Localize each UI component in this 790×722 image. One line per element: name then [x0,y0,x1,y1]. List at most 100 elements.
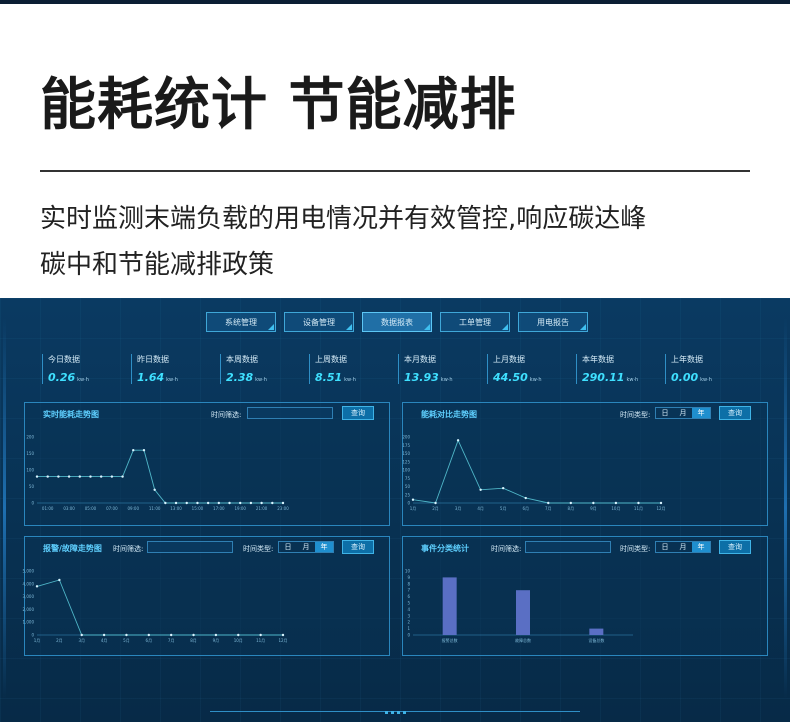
x-tick-label: 10月 [611,506,620,511]
y-tick-label: 10 [405,569,411,574]
y-tick-label: 1,000 [23,620,35,625]
time-filter-label: 时间筛选: [491,545,522,553]
time-filter-input[interactable] [525,541,611,553]
description-line-1: 实时监测末端负载的用电情况并有效管控,响应碳达峰 [40,204,647,234]
seg-day[interactable]: 日 [284,543,292,551]
data-point [121,475,124,478]
y-tick-label: 75 [405,476,411,481]
y-tick-label: 175 [402,443,410,448]
y-tick-label: 100 [402,468,410,473]
seg-year[interactable]: 年 [692,542,710,552]
data-point [271,501,274,505]
seg-year[interactable]: 年 [315,542,333,552]
data-point [78,475,81,478]
data-point [411,498,415,501]
y-tick-label: 0 [31,633,34,638]
nav-data-report[interactable]: 数据报表 [362,312,432,332]
bar [442,577,457,635]
time-type-toggle: 日 月 年 [655,407,711,419]
seg-day[interactable]: 日 [661,543,669,551]
data-point [281,633,285,637]
x-tick-label: 1月 [34,638,41,643]
y-tick-label: 50 [405,484,411,489]
data-point [659,501,663,505]
x-tick-label: 4月 [477,506,484,511]
y-tick-label: 2,000 [23,607,35,612]
x-tick-label: 01:00 [42,506,54,511]
data-point [592,501,595,505]
data-point [249,501,253,505]
stat-label: 上月数据 [493,355,525,364]
y-tick-label: 6 [407,594,410,599]
data-point [434,501,437,505]
data-point [35,475,39,478]
x-tick-label: 3月 [455,506,462,511]
nav-work-order[interactable]: 工单管理 [440,312,510,332]
query-button[interactable]: 查询 [719,540,751,554]
x-tick-label: 8月 [568,506,575,511]
data-point [35,585,39,588]
data-point [102,633,106,637]
data-point [569,501,573,505]
seg-day[interactable]: 日 [661,409,669,417]
stat-value: 44.50 [493,371,528,384]
x-tick-label: 3月 [78,638,85,643]
nav-system-management[interactable]: 系统管理 [206,312,276,332]
y-tick-label: 150 [26,451,34,456]
x-tick-label: 9月 [213,638,220,643]
time-filter-input[interactable] [247,407,333,419]
y-tick-label: 9 [407,575,410,580]
x-tick-label: 7月 [168,638,175,643]
series-line [37,449,283,504]
time-filter-label: 时间筛选: [211,411,242,419]
query-button[interactable]: 查询 [342,406,374,420]
dashboard-left-edge [3,318,6,698]
stat-value: 13.93 [404,371,439,384]
data-point [206,501,210,505]
seg-month[interactable]: 月 [679,543,687,551]
x-tick-label: 5月 [500,506,507,511]
nav-device-management[interactable]: 设备管理 [284,312,354,332]
data-point [99,475,103,478]
x-tick-label: 7月 [545,506,552,511]
stat-value: 0.00 [671,371,699,384]
data-point [637,501,640,505]
nav-power-report[interactable]: 用电报告 [518,312,588,332]
time-type-label: 时间类型: [243,545,274,553]
y-tick-label: 0 [407,633,410,638]
data-point [259,633,262,637]
data-point [196,501,199,505]
data-point [547,501,550,505]
divider [40,170,750,172]
x-tick-label: 4月 [101,638,108,643]
seg-year[interactable]: 年 [692,408,710,418]
x-tick-label: 09:00 [127,506,139,511]
stat-value: 1.64 [137,371,165,384]
data-point [217,501,221,505]
x-tick-label: 12月 [656,506,665,511]
x-tick-label: 03:00 [63,506,75,511]
time-filter-input[interactable] [147,541,233,553]
bottom-dots [385,711,409,714]
query-button[interactable]: 查询 [342,540,374,554]
stat-label: 本周数据 [226,355,258,364]
seg-month[interactable]: 月 [679,409,687,417]
time-type-toggle: 日 月 年 [655,541,711,553]
x-tick-label: 2月 [432,506,439,511]
series-line [36,579,283,636]
dashboard-right-edge [784,318,787,698]
x-tick-label: 23:00 [277,506,289,511]
stat-value: 2.38 [226,371,254,384]
seg-month[interactable]: 月 [302,543,310,551]
y-tick-label: 200 [402,435,410,440]
data-point [142,449,146,452]
query-button[interactable]: 查询 [719,406,751,420]
stat-unit: kw·h [344,377,356,383]
